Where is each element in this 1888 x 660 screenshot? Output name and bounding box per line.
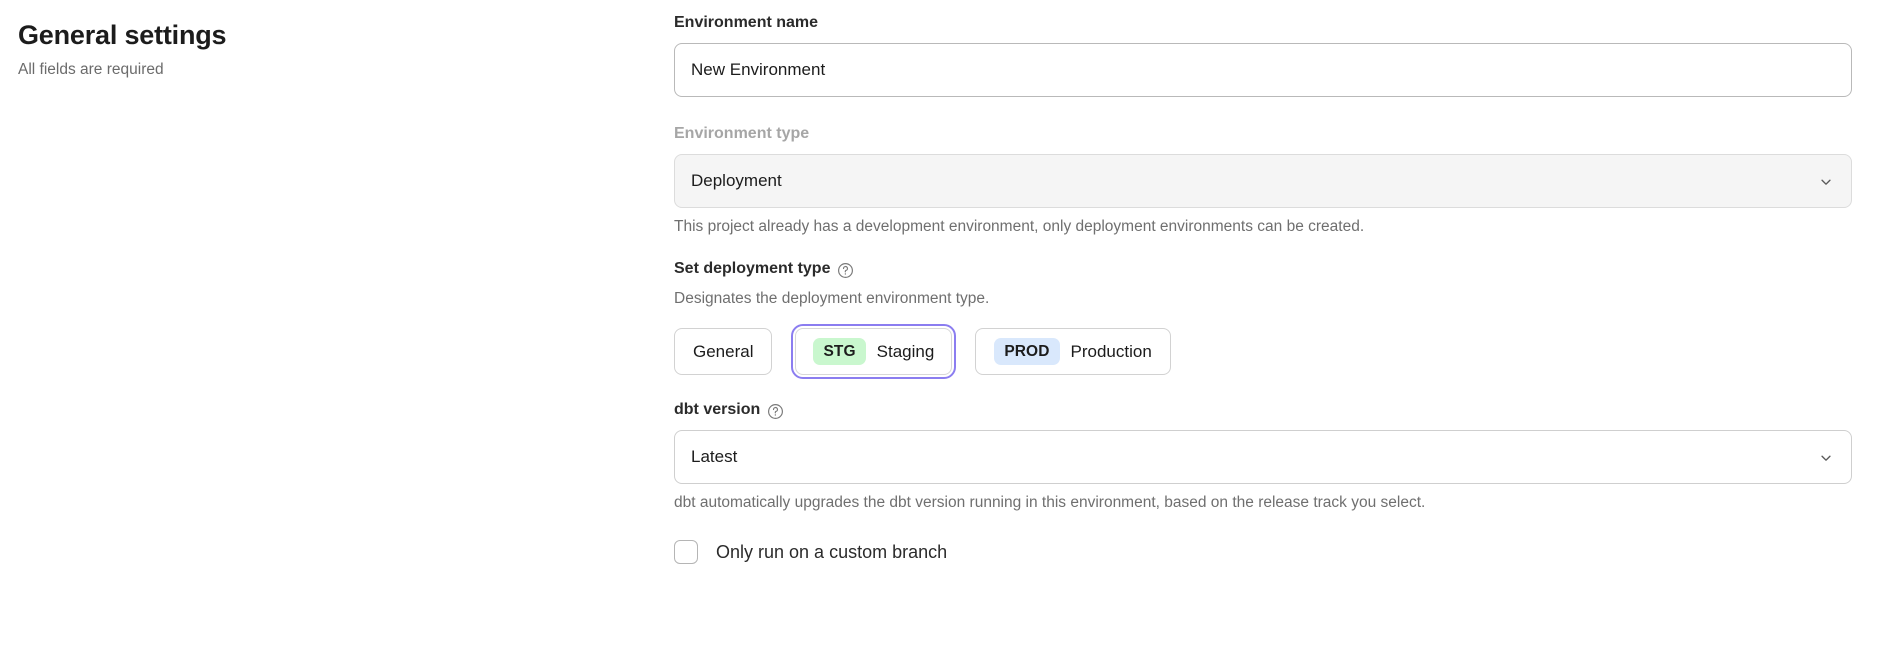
staging-badge: STG — [813, 338, 866, 365]
dbt-version-select[interactable]: Latest — [674, 430, 1852, 484]
question-circle-icon[interactable] — [767, 403, 784, 420]
deployment-option-general[interactable]: General — [674, 328, 773, 375]
environment-name-value: New Environment — [691, 60, 826, 79]
deployment-option-general-wrap: General — [674, 328, 773, 375]
deployment-type-label-row: Set deployment type — [674, 258, 1852, 280]
field-environment-type: Environment type Deployment This project… — [674, 123, 1852, 238]
chevron-down-icon — [1819, 450, 1833, 464]
spacer — [674, 97, 1852, 123]
field-environment-name: Environment name New Environment — [674, 12, 1852, 97]
deployment-type-options: General STG Staging PROD Production — [674, 324, 1852, 379]
field-deployment-type: Set deployment type Designates the deplo… — [674, 258, 1852, 379]
settings-form: Environment name New Environment Environ… — [674, 12, 1852, 564]
environment-type-select[interactable]: Deployment — [674, 154, 1852, 208]
deployment-option-production[interactable]: PROD Production — [975, 328, 1171, 375]
field-dbt-version: dbt version Latest dbt automatica — [674, 399, 1852, 514]
chevron-down-icon — [1819, 174, 1833, 188]
environment-name-input[interactable]: New Environment — [674, 43, 1852, 97]
environment-type-help: This project already has a development e… — [674, 218, 1365, 235]
deployment-option-production-wrap: PROD Production — [975, 328, 1171, 375]
dbt-version-label-row: dbt version — [674, 399, 1852, 421]
deployment-option-general-label: General — [693, 341, 754, 361]
deployment-option-staging[interactable]: STG Staging — [795, 328, 953, 375]
deployment-type-description: Designates the deployment environment ty… — [674, 290, 990, 307]
dbt-version-label: dbt version — [674, 401, 761, 418]
environment-type-value: Deployment — [691, 171, 782, 190]
production-badge: PROD — [994, 338, 1060, 365]
dbt-version-help: dbt automatically upgrades the dbt versi… — [674, 494, 1426, 511]
spacer — [674, 238, 1852, 258]
question-circle-icon[interactable] — [837, 262, 854, 279]
custom-branch-checkbox[interactable] — [674, 540, 698, 564]
dbt-version-value: Latest — [691, 447, 738, 466]
environment-type-label: Environment type — [674, 125, 810, 142]
deployment-option-staging-wrap: STG Staging — [791, 324, 957, 379]
deployment-option-production-label: Production — [1070, 341, 1152, 361]
spacer — [674, 379, 1852, 399]
deployment-type-label: Set deployment type — [674, 260, 831, 277]
settings-section-header: General settings All fields are required — [18, 18, 618, 81]
page-title: General settings — [18, 20, 227, 50]
environment-name-label: Environment name — [674, 14, 819, 31]
field-custom-branch: Only run on a custom branch — [674, 540, 1852, 564]
page-subtitle: All fields are required — [18, 61, 164, 78]
custom-branch-label: Only run on a custom branch — [716, 542, 948, 562]
deployment-option-staging-label: Staging — [876, 341, 935, 361]
